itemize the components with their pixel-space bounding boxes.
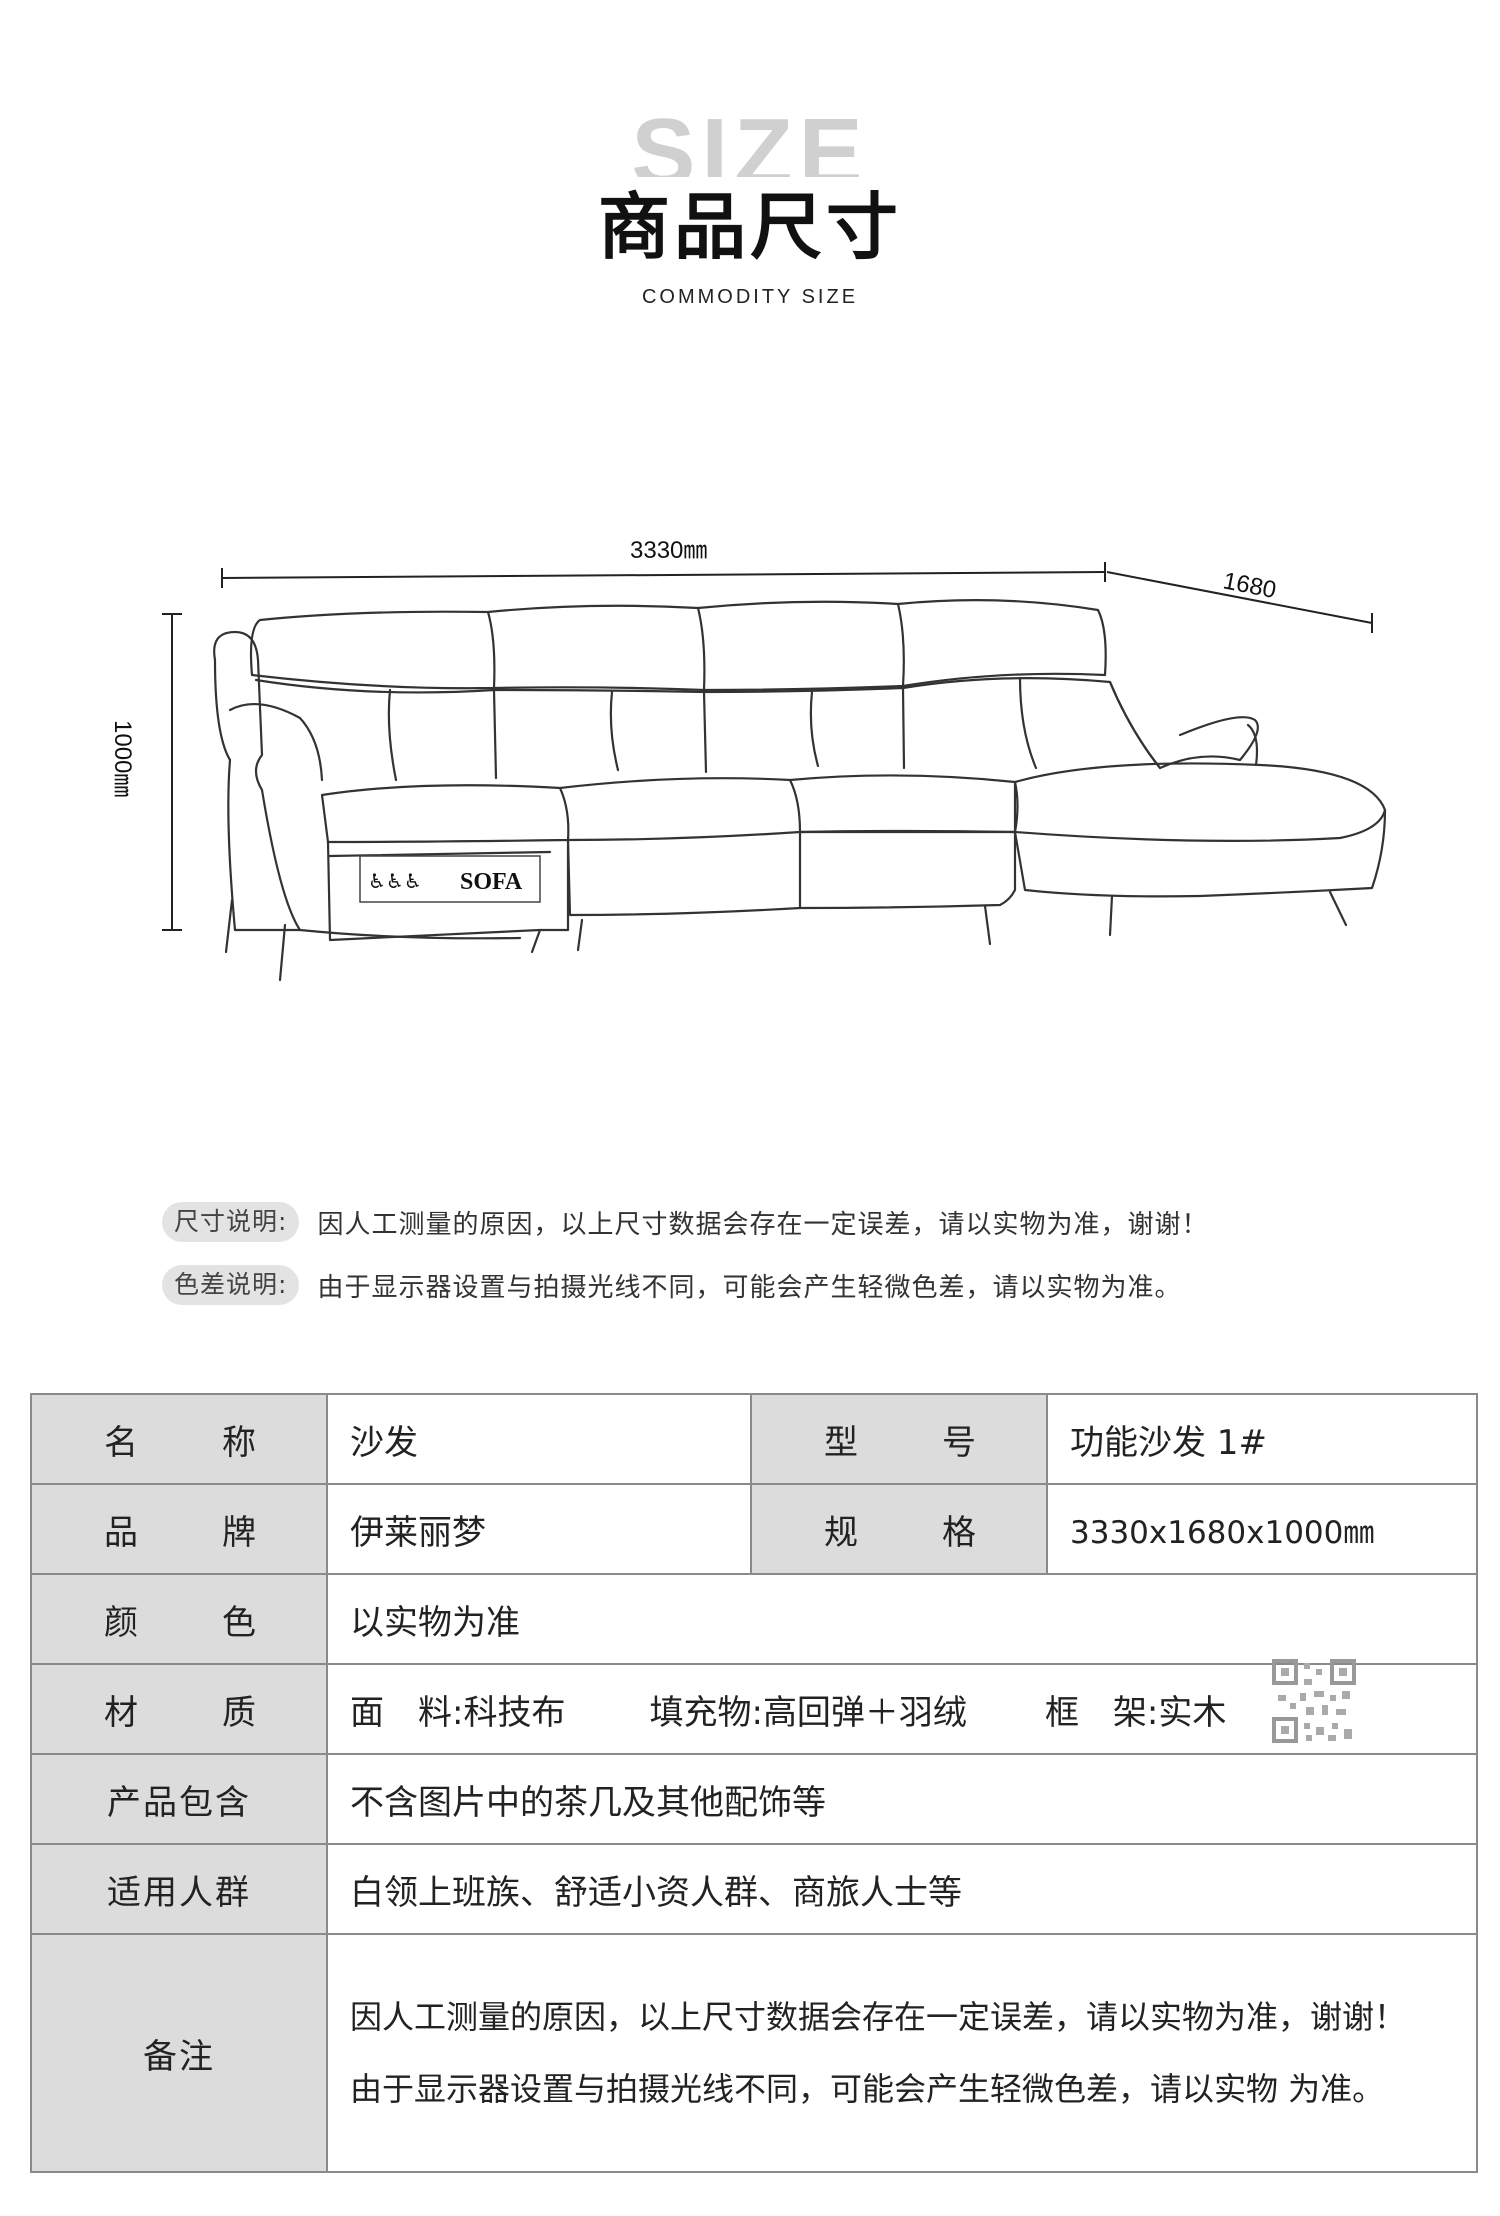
sofa-outline (213, 599, 1387, 982)
page-title: 商品尺寸 (597, 185, 902, 269)
package-label: 产品包含 (30, 1753, 328, 1845)
brand-label-cell: 品牌 (30, 1483, 328, 1575)
table-row: 产品包含 不含图片中的茶几及其他配饰等 (30, 1753, 1478, 1845)
note-label: 色差说明: (162, 1265, 300, 1305)
depth-label: 1680 (1221, 567, 1279, 604)
material-value: 面 料: 科技布 填充物: 高回弹＋羽绒 框 架: 实木 (326, 1659, 1478, 1755)
note-text: 因人工测量的原因，以上尺寸数据会存在一定误差，请以实物为准，谢谢！ (317, 1209, 1209, 1240)
recline-badge: ♿♿♿ SOFA (359, 855, 541, 903)
package-value: 不含图片中的茶几及其他配饰等 (326, 1753, 1478, 1845)
brand-value: 伊莱丽梦 (326, 1483, 752, 1575)
width-label: 3330㎜ (630, 537, 707, 564)
table-row: 适用人群 白领上班族、舒适小资人群、商旅人士等 (30, 1843, 1478, 1935)
material-label-cell: 材质 (30, 1663, 328, 1755)
model-value: 功能沙发 1# (1046, 1393, 1478, 1485)
fabric-label: 面 料: (350, 1692, 464, 1733)
frame-label: 框 架: (1044, 1692, 1159, 1733)
audience-label: 适用人群 (30, 1843, 328, 1935)
remark-value: 因人工测量的原因，以上尺寸数据会存在一定误差，请以实物为准，谢谢！ 由于显示器设… (326, 1933, 1478, 2173)
depth-dimension-line (1106, 571, 1373, 624)
recline-icon: ♿♿♿ (368, 869, 422, 893)
note-size: 尺寸说明: 因人工测量的原因，以上尺寸数据会存在一定误差，请以实物为准，谢谢！ (162, 1202, 1208, 1242)
fabric-value: 科技布 (463, 1692, 566, 1733)
size-watermark: SIZE (631, 105, 869, 177)
table-row: 材质 面 料: 科技布 填充物: 高回弹＋羽绒 框 架: 实木 (30, 1659, 1478, 1755)
fill-value: 高回弹＋羽绒 (762, 1692, 967, 1733)
page-subtitle: COMMODITY SIZE (641, 286, 859, 308)
table-row: 名称 沙发 型号 功能沙发 1# (30, 1393, 1478, 1485)
sofa-dimension-drawing: 3330㎜ 1680 1000㎜ (109, 537, 1387, 982)
model-label-cell: 型号 (750, 1393, 1048, 1485)
qr-code-icon (1272, 1659, 1356, 1743)
spec-label-cell: 规格 (750, 1483, 1048, 1575)
note-text: 由于显示器设置与拍摄光线不同，可能会产生轻微色差，请以实物为准。 (317, 1272, 1182, 1303)
badge-text: SOFA (460, 869, 523, 895)
remark-line: 由于显示器设置与拍摄光线不同，可能会产生轻微色差，请以实物 为准。 (350, 2070, 1385, 2108)
height-label: 1000㎜ (109, 720, 136, 797)
note-label: 尺寸说明: (162, 1202, 300, 1242)
spec-value: 3330x1680x1000㎜ (1046, 1483, 1478, 1575)
remark-label: 备注 (30, 1933, 328, 2173)
note-color: 色差说明: 由于显示器设置与拍摄光线不同，可能会产生轻微色差，请以实物为准。 (162, 1265, 1181, 1305)
color-label-cell: 颜色 (30, 1573, 328, 1665)
remark-line: 因人工测量的原因，以上尺寸数据会存在一定误差，请以实物为准，谢谢！ (350, 1998, 1407, 2036)
name-value: 沙发 (326, 1393, 752, 1485)
color-value: 以实物为准 (326, 1573, 1478, 1665)
width-dimension-line (221, 571, 1106, 579)
table-row: 颜色 以实物为准 (30, 1573, 1478, 1665)
table-row: 品牌 伊莱丽梦 规格 3330x1680x1000㎜ (30, 1483, 1478, 1575)
spec-table: 名称 沙发 型号 功能沙发 1# 品牌 伊莱丽梦 规格 3330x1680x10… (30, 1393, 1478, 2173)
fill-label: 填充物: (649, 1692, 763, 1733)
audience-value: 白领上班族、舒适小资人群、商旅人士等 (326, 1843, 1478, 1935)
name-label-cell: 名称 (30, 1393, 328, 1485)
frame-value: 实木 (1158, 1692, 1227, 1733)
table-row: 备注 因人工测量的原因，以上尺寸数据会存在一定误差，请以实物为准，谢谢！ 由于显… (30, 1933, 1478, 2173)
